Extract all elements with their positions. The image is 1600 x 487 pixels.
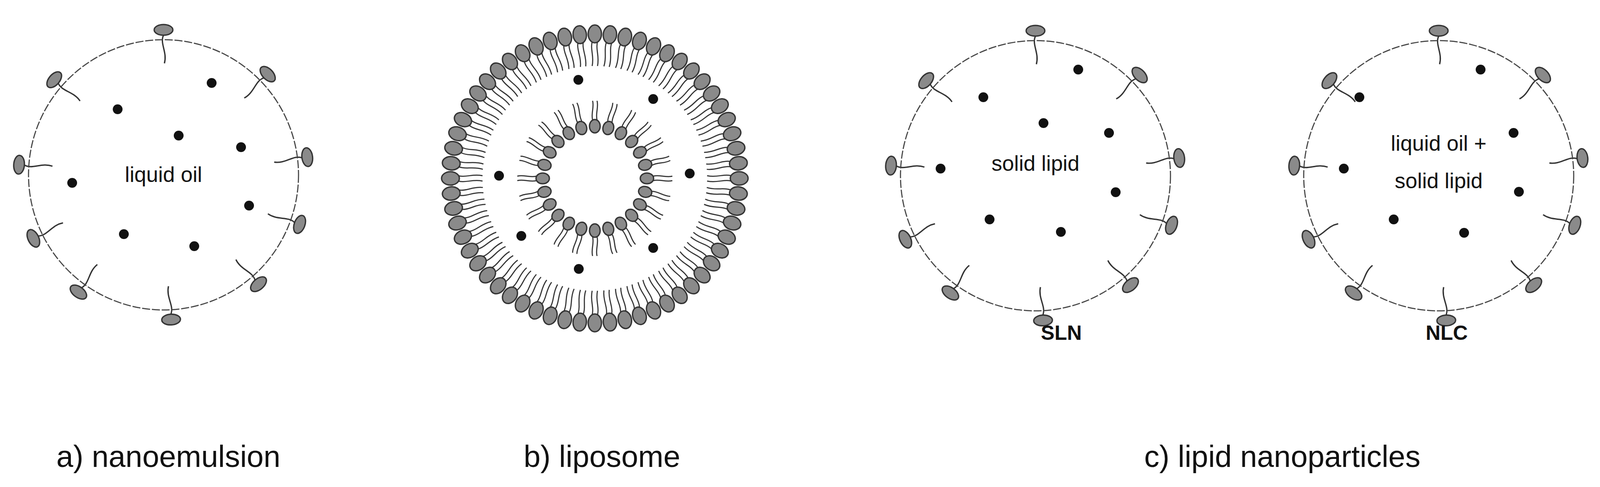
nlc-surfactants bbox=[1288, 25, 1589, 327]
text-holder: liquid oil bbox=[124, 161, 202, 188]
liposome-bilayer bbox=[423, 5, 767, 351]
particle-circle: liquid oil + solid lipid bbox=[1302, 39, 1575, 312]
text-holder: liquid oil + solid lipid bbox=[1380, 124, 1498, 200]
particle-core-text: liquid oil bbox=[124, 161, 202, 188]
particle-circle: solid lipid bbox=[899, 39, 1172, 312]
panel-caption: b) liposome bbox=[523, 437, 681, 475]
circle-outline bbox=[899, 39, 1172, 312]
circle-border bbox=[900, 40, 1171, 311]
particle-type-label: SLN bbox=[1040, 320, 1082, 345]
panel-caption: a) nanoemulsion bbox=[56, 437, 281, 475]
particle-core-text: liquid oil + solid lipid bbox=[1380, 124, 1498, 200]
particle-circle: liquid oil bbox=[27, 38, 300, 311]
circle-border bbox=[1303, 40, 1574, 311]
panel-caption: c) lipid nanoparticles bbox=[1144, 437, 1421, 475]
particle-core-text: solid lipid bbox=[991, 150, 1080, 177]
sln-surfactants bbox=[884, 25, 1186, 327]
particle-type-label: NLC bbox=[1425, 320, 1469, 345]
nanoemulsion-surfactants bbox=[12, 24, 314, 326]
circle-border bbox=[28, 39, 299, 310]
text-holder: solid lipid bbox=[991, 150, 1080, 177]
